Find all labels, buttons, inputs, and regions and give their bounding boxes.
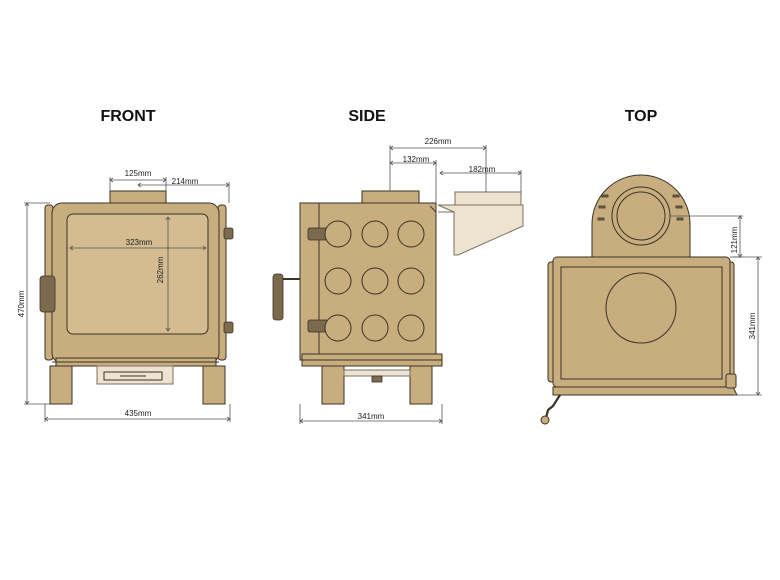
side-overall-top-dim-label: 226mm: [425, 137, 452, 146]
front-right-leg: [202, 365, 226, 405]
front-height-dim-label: 470mm: [17, 290, 26, 317]
top-hob-circle: [605, 272, 677, 344]
side-circle-grid: [324, 220, 425, 342]
side-handle: [272, 273, 284, 321]
front-width-dim-label: 435mm: [125, 409, 152, 418]
top-dimensions: 121mm 341mm: [670, 216, 762, 395]
front-view-title: FRONT: [100, 108, 155, 125]
side-shelf-dim-label: 182mm: [469, 165, 496, 174]
front-flue-collar: [109, 190, 167, 205]
side-view: [272, 190, 524, 405]
top-arch-vents: [597, 194, 684, 221]
side-dimensions: 226mm 132mm 182mm 341mm: [300, 137, 521, 424]
front-dimensions: 125mm 214mm 323mm 262mm 470mm 435mm: [17, 169, 230, 422]
front-view: [39, 190, 234, 405]
front-door-handle: [39, 275, 56, 313]
side-front-leg: [321, 365, 345, 405]
front-left-leg: [49, 365, 73, 405]
top-depth-dim-label: 341mm: [748, 312, 757, 339]
front-flue-dim-label: 125mm: [125, 169, 152, 178]
front-flue-offset-dim-label: 214mm: [172, 177, 199, 186]
side-view-title: SIDE: [348, 108, 386, 125]
side-flue-collar: [361, 190, 420, 205]
front-door-width-dim-label: 323mm: [126, 238, 153, 247]
front-door-height-dim-label: 262mm: [156, 256, 165, 283]
top-view: [540, 174, 738, 425]
side-depth-dim-label: 341mm: [358, 412, 385, 421]
top-riddling-handle: [544, 394, 561, 419]
side-rear-leg: [409, 365, 433, 405]
front-door: [66, 213, 209, 335]
side-flue-offset-dim-label: 132mm: [403, 155, 430, 164]
top-view-title: TOP: [625, 108, 658, 125]
top-flue-offset-dim-label: 121mm: [730, 226, 739, 253]
top-flue-outer: [611, 186, 671, 246]
